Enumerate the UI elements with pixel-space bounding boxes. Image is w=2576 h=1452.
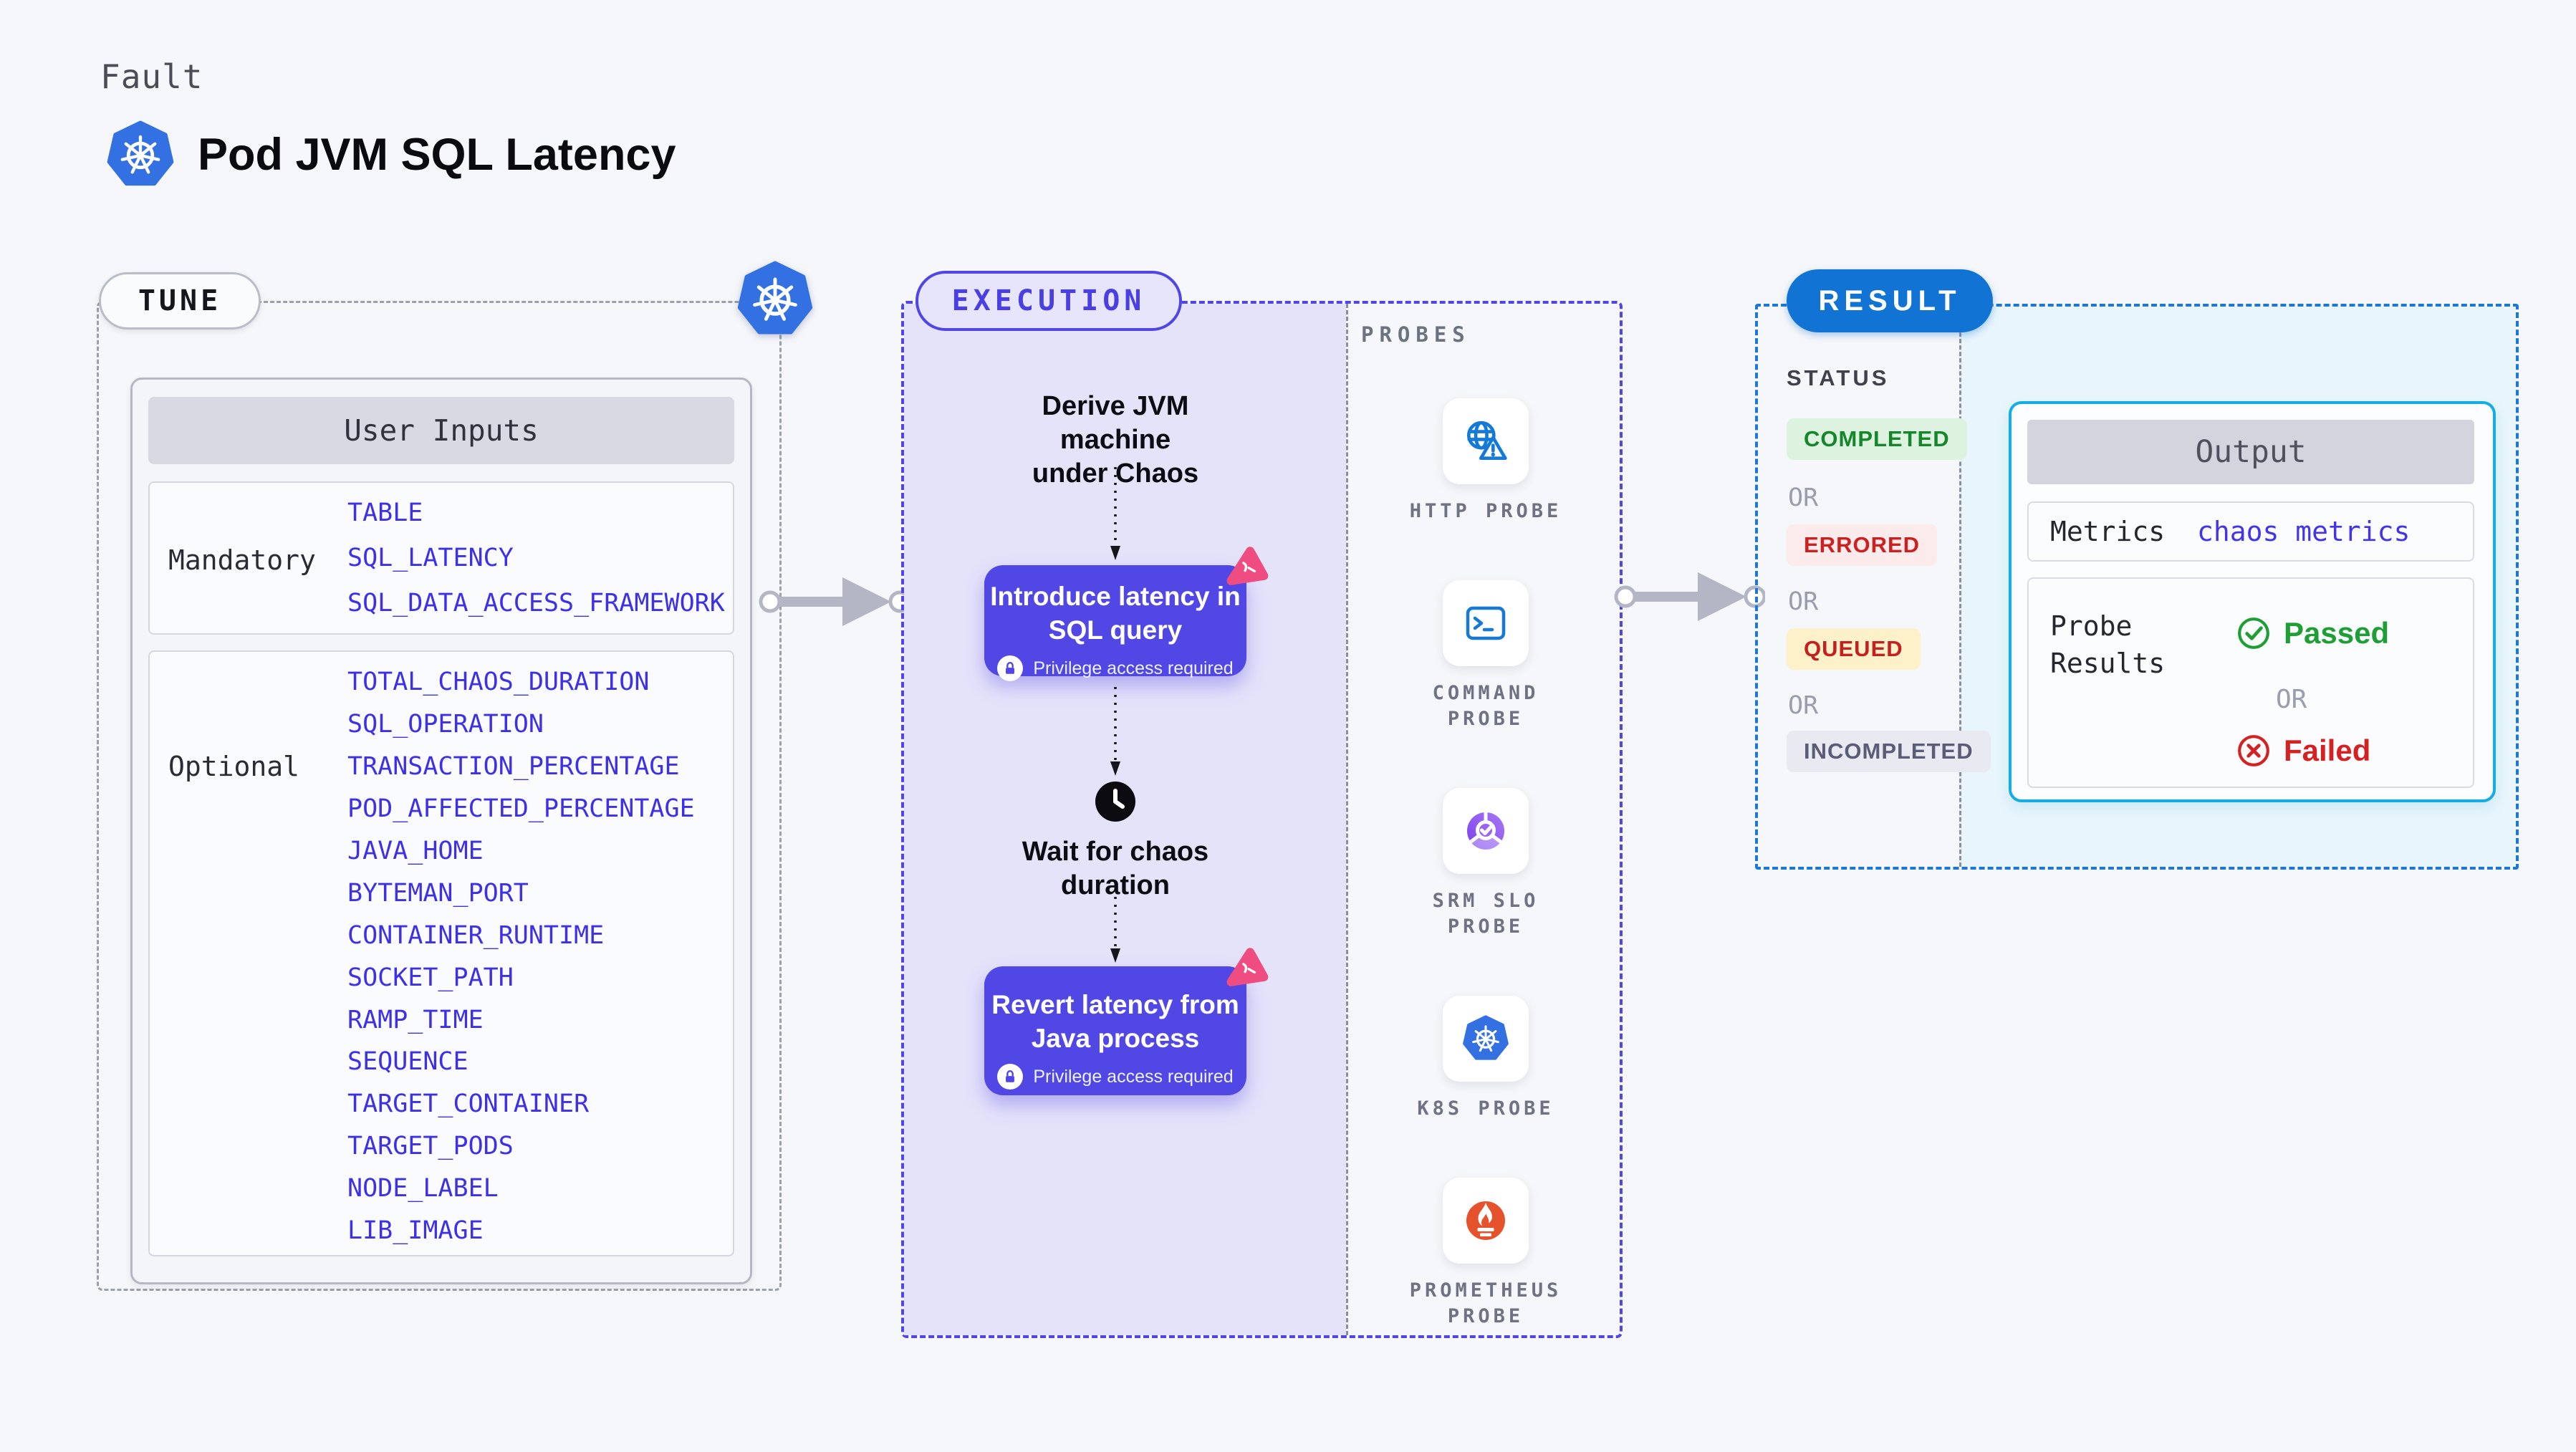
env-var: TOTAL_CHAOS_DURATION xyxy=(347,668,650,697)
probe-label: K8S PROBE xyxy=(1417,1097,1554,1120)
or-separator: OR xyxy=(1788,484,1819,512)
env-var: TARGET_CONTAINER xyxy=(347,1090,590,1119)
user-inputs-card: User Inputs Mandatory TABLE SQL_LATENCY … xyxy=(130,378,752,1284)
env-var: TABLE xyxy=(347,498,423,527)
privilege-note: Privilege access required xyxy=(984,655,1246,681)
probe-label: COMMAND PROBE xyxy=(1432,682,1539,730)
env-var: SQL_LATENCY xyxy=(347,543,514,572)
step-revert-latency: Revert latency from Java process Privile… xyxy=(984,966,1246,1095)
fault-kicker: Fault xyxy=(100,57,203,96)
probe-command: COMMAND PROBE xyxy=(1393,580,1579,732)
execution-section: PROBES Derive JVM machine under Chaos In… xyxy=(901,301,1623,1338)
env-var: BYTEMAN_PORT xyxy=(347,878,529,908)
mandatory-label: Mandatory xyxy=(168,544,316,576)
privilege-note: Privilege access required xyxy=(984,1064,1246,1090)
lock-icon xyxy=(997,655,1024,681)
env-var: SQL_OPERATION xyxy=(347,710,544,739)
x-circle-icon xyxy=(2238,735,2269,766)
env-var: CONTAINER_RUNTIME xyxy=(347,920,605,950)
probe-results-label: Probe Results xyxy=(2050,610,2166,679)
http-probe-icon xyxy=(1443,398,1529,484)
env-var: LIB_IMAGE xyxy=(347,1216,484,1246)
probes-header: PROBES xyxy=(1361,322,1471,347)
command-probe-icon xyxy=(1443,580,1529,666)
srm-slo-probe-icon xyxy=(1443,788,1529,874)
probe-srm-slo: SRM SLO PROBE xyxy=(1393,788,1579,940)
status-badge-completed: COMPLETED xyxy=(1787,418,1967,460)
execution-pill: EXECUTION xyxy=(915,271,1182,331)
check-circle-icon xyxy=(2238,617,2269,649)
k8s-probe-icon xyxy=(1443,996,1529,1082)
execution-flow-area xyxy=(904,304,1346,1335)
probe-results-row: Probe Results Passed OR Failed xyxy=(2027,577,2474,788)
tune-to-execution-arrow xyxy=(759,577,910,626)
probes-divider xyxy=(1346,304,1348,1335)
env-var: SQL_DATA_ACCESS_FRAMEWORK xyxy=(347,588,725,617)
metrics-label: Metrics xyxy=(2050,516,2166,547)
optional-values: TOTAL_CHAOS_DURATION SQL_OPERATION TRANS… xyxy=(347,661,695,1251)
status-badge-incompleted: INCOMPLETED xyxy=(1787,731,1991,772)
chaos-icon xyxy=(1220,945,1272,997)
metrics-row: Metrics chaos metrics xyxy=(2027,501,2474,562)
or-separator: OR xyxy=(1788,691,1819,720)
env-var: RAMP_TIME xyxy=(347,1005,484,1034)
output-card: Output Metrics chaos metrics Probe Resul… xyxy=(2009,401,2496,802)
page-title: Pod JVM SQL Latency xyxy=(198,130,676,180)
dotted-connector xyxy=(1110,687,1120,776)
or-separator: OR xyxy=(2276,685,2307,714)
env-var: POD_AFFECTED_PERCENTAGE xyxy=(347,794,695,824)
optional-label: Optional xyxy=(168,751,300,782)
mandatory-inputs-row: Mandatory TABLE SQL_LATENCY SQL_DATA_ACC… xyxy=(148,481,734,635)
env-var: SOCKET_PATH xyxy=(347,963,514,992)
optional-inputs-row: Optional TOTAL_CHAOS_DURATION SQL_OPERAT… xyxy=(148,650,734,1256)
kubernetes-icon xyxy=(736,261,814,338)
env-var: NODE_LABEL xyxy=(347,1174,499,1203)
kubernetes-icon xyxy=(106,120,175,189)
user-inputs-header: User Inputs xyxy=(148,397,734,464)
probes-list: HTTP PROBE COMMAND PROBE xyxy=(1346,398,1625,1330)
or-separator: OR xyxy=(1788,587,1819,616)
probe-http: HTTP PROBE xyxy=(1410,398,1562,524)
probe-k8s: K8S PROBE xyxy=(1417,996,1554,1122)
output-header: Output xyxy=(2027,420,2474,484)
metrics-value: chaos metrics xyxy=(2197,516,2411,547)
status-badge-queued: QUEUED xyxy=(1787,628,1921,670)
status-header: STATUS xyxy=(1787,365,1890,390)
probe-result-failed: Failed xyxy=(2236,734,2370,768)
env-var: TRANSACTION_PERCENTAGE xyxy=(347,752,680,782)
probe-prometheus: PROMETHEUS PROBE xyxy=(1393,1178,1579,1330)
dotted-connector xyxy=(1110,467,1120,560)
env-var: TARGET_PODS xyxy=(347,1132,514,1161)
probe-label: SRM SLO PROBE xyxy=(1432,890,1539,938)
result-pill: RESULT xyxy=(1787,269,1993,332)
step-introduce-latency: Introduce latency in SQL query Privilege… xyxy=(984,565,1246,681)
mandatory-values: TABLE SQL_LATENCY SQL_DATA_ACCESS_FRAMEW… xyxy=(347,490,725,625)
env-var: SEQUENCE xyxy=(347,1047,468,1077)
dotted-connector xyxy=(1110,897,1120,963)
execution-to-result-arrow xyxy=(1614,572,1765,621)
probe-label: HTTP PROBE xyxy=(1409,500,1562,522)
probe-label: PROMETHEUS PROBE xyxy=(1409,1279,1562,1327)
probe-result-passed: Passed xyxy=(2236,616,2389,650)
clock-icon xyxy=(1095,782,1135,822)
chaos-icon xyxy=(1220,544,1272,596)
lock-icon xyxy=(997,1064,1024,1090)
env-var: JAVA_HOME xyxy=(347,837,484,865)
status-badge-errored: ERRORED xyxy=(1787,524,1938,566)
tune-pill: TUNE xyxy=(99,272,261,330)
status-output-divider xyxy=(1959,307,1961,867)
tune-section xyxy=(97,301,782,1291)
step-wait: Wait for chaos duration xyxy=(1022,837,1209,900)
result-section: STATUS COMPLETED OR ERRORED OR QUEUED OR… xyxy=(1755,304,2519,870)
prometheus-probe-icon xyxy=(1443,1178,1529,1264)
